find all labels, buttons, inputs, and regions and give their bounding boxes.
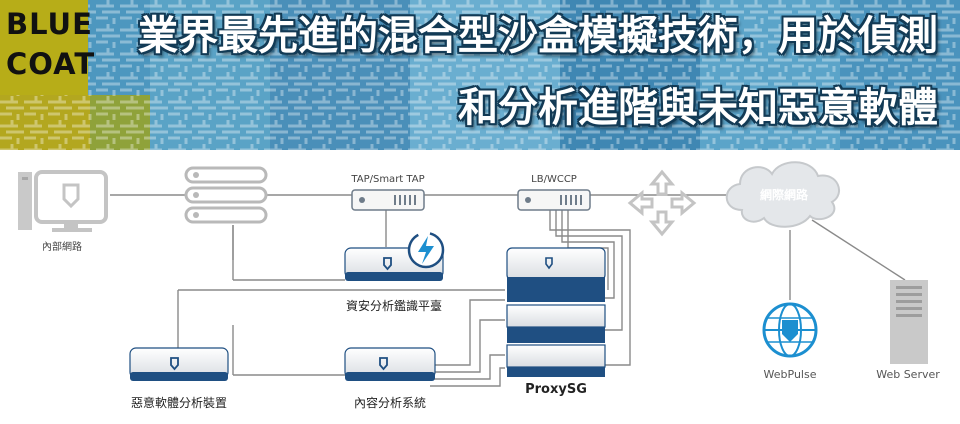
lightning-badge-icon [407,231,445,269]
logo-line-2: COAT [6,47,96,81]
router-arrows-icon [627,169,697,237]
internet-cloud-icon [725,161,840,228]
logo-line-1: BLUE [6,7,93,41]
content-analysis-label: 內容分析系統 [353,396,427,410]
web-server-label: Web Server [876,368,940,381]
server-stack-icon [184,166,268,224]
web-server-icon [890,280,928,364]
cloud-label: 網際網路 [759,188,809,202]
malware-appliance-label: 惡意軟體分析裝置 [130,396,228,410]
proxysg-label: ProxySG [525,382,587,397]
tap-label: TAP/Smart TAP [351,174,425,185]
content-analysis-system-icon [344,347,436,381]
webpulse-globe-icon [762,302,818,358]
internal-network-pc-icon [18,170,108,232]
webpulse-label: WebPulse [763,368,817,381]
diagram-canvas [18,161,928,387]
analytics-platform-label: 資安分析鑑識平臺 [345,299,443,313]
lb-wccp-device-icon [517,189,591,211]
banner-background [0,0,960,150]
bluecoat-logo: BLUE COAT [0,0,94,95]
headline-line-1: 業界最先進的混合型沙盒模擬技術，用於偵測 [138,13,938,59]
proxysg-stack-icon [506,247,606,377]
lb-wccp-label: LB/WCCP [531,174,577,185]
malware-analysis-appliance-icon [129,347,229,381]
headline-line-2: 和分析進階與未知惡意軟體 [458,85,938,131]
network-diagram: 內部網路 TAP/Smart TAP LB/WCCP 網際網路 資安分析鑑識平臺… [0,150,960,420]
internal-network-label: 內部網路 [42,242,82,253]
header-banner: BLUE COAT 業界最先進的混合型沙盒模擬技術，用於偵測 和分析進階與未知惡… [0,0,960,150]
tap-device-icon [351,189,425,211]
server-stack-dots [193,172,199,218]
